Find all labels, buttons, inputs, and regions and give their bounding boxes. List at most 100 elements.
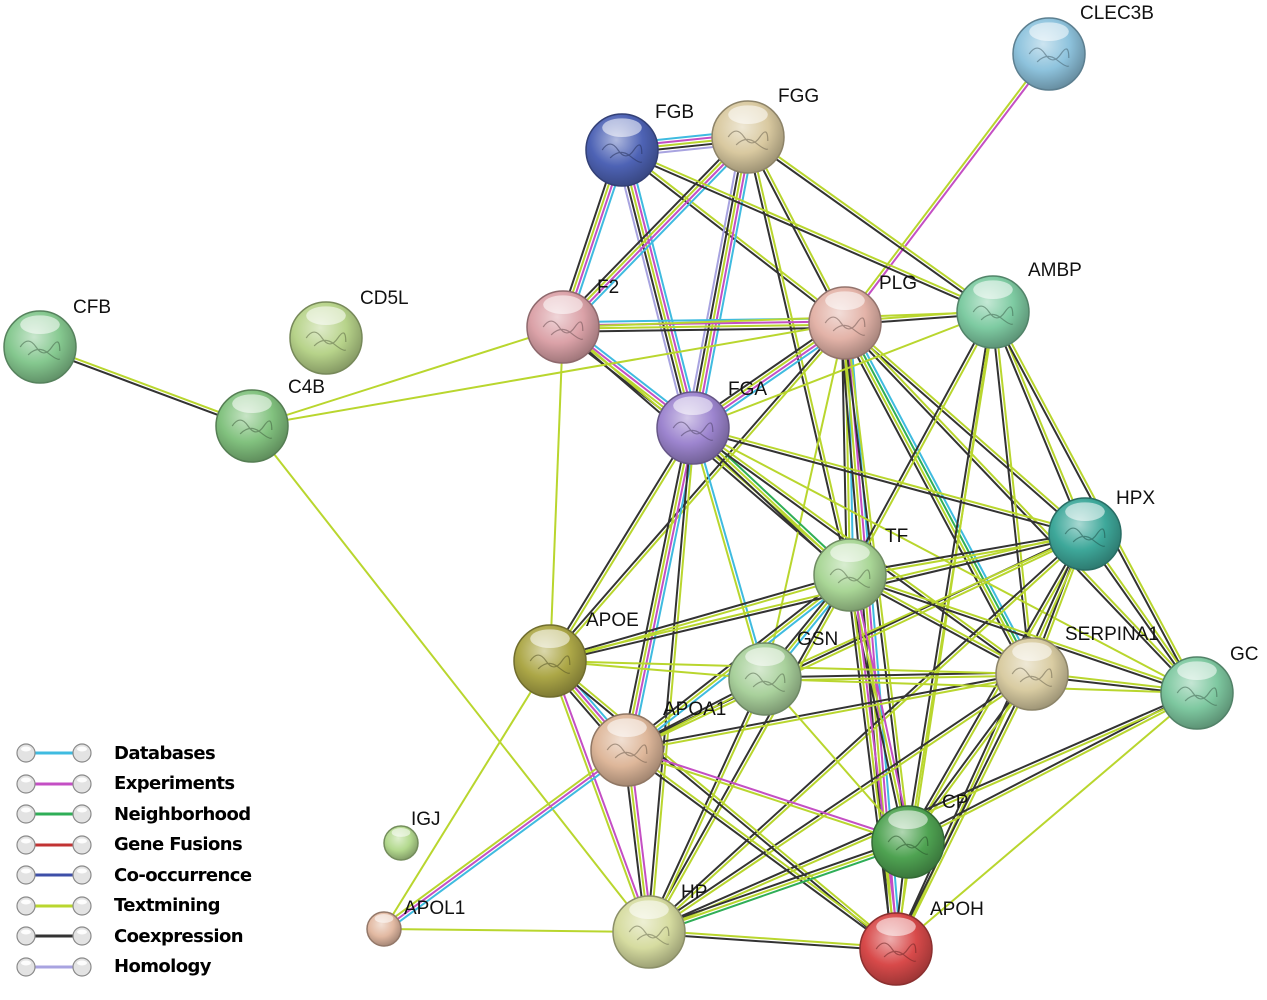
node-label: SERPINA1	[1065, 624, 1159, 645]
node-sphere[interactable]	[711, 100, 785, 174]
legend-label-homology: Homology	[114, 956, 212, 978]
node-sphere[interactable]	[612, 895, 686, 969]
node-sphere[interactable]	[859, 912, 933, 986]
node-highlight	[745, 647, 785, 667]
node-f2[interactable]: F2	[526, 277, 619, 364]
edge-line-textmining	[649, 575, 853, 934]
node-apoh[interactable]: APOH	[859, 899, 984, 986]
node-plg[interactable]: PLG	[808, 273, 917, 360]
legend-sphere-highlight	[21, 929, 31, 935]
node-sphere[interactable]	[995, 637, 1069, 711]
edge-line-coexpression	[646, 427, 693, 932]
edge-fgg-fga	[685, 135, 756, 430]
node-fgb[interactable]: FGB	[585, 102, 694, 187]
node-tf[interactable]: TF	[813, 526, 908, 612]
protein-structure-icon	[972, 305, 1014, 325]
edge-line-coexpression	[620, 150, 993, 315]
edge-line-textmining	[627, 674, 1033, 753]
edge-fga-hp	[646, 427, 696, 933]
protein-structure-icon	[887, 835, 929, 855]
node-sphere[interactable]	[526, 290, 600, 364]
edge-line-coexpression	[625, 750, 896, 952]
node-cd5l[interactable]: CD5L	[289, 288, 409, 375]
edge-line-textmining	[692, 136, 749, 429]
node-cfb[interactable]: CFB	[3, 297, 111, 384]
edge-line-neighborhood	[649, 844, 910, 936]
legend-sphere-highlight	[77, 777, 87, 783]
edge-hp-apoh	[648, 929, 897, 952]
node-gc[interactable]: GC	[1160, 644, 1259, 730]
node-sphere[interactable]	[383, 825, 419, 861]
legend-sphere-highlight	[77, 960, 87, 966]
edge-line-textmining	[849, 574, 897, 950]
edge-apol1-hp	[383, 928, 650, 933]
edge-line-textmining	[896, 674, 1035, 951]
edge-line-coexpression	[648, 932, 896, 952]
edge-line-textmining	[649, 674, 1034, 935]
node-label: CD5L	[360, 288, 409, 309]
node-sphere[interactable]	[513, 624, 587, 698]
edge-serpina1-apoh	[893, 672, 1035, 951]
edge-line-coexpression	[547, 426, 693, 661]
node-apoa1[interactable]: APOA1	[590, 699, 726, 787]
edge-line-textmining	[383, 928, 650, 933]
node-sphere[interactable]	[3, 310, 77, 384]
node-sphere[interactable]	[590, 713, 664, 787]
node-sphere[interactable]	[1012, 17, 1086, 91]
node-apol1[interactable]: APOL1	[366, 898, 465, 947]
node-apoe[interactable]: APOE	[513, 610, 639, 698]
edge-line-coexpression	[647, 671, 1032, 932]
databases-swatch-icon	[16, 743, 92, 763]
protein-structure-icon	[1064, 527, 1106, 547]
node-clec3b[interactable]: CLEC3B	[1012, 3, 1154, 91]
node-highlight	[20, 315, 60, 335]
node-c4b[interactable]: C4B	[215, 377, 325, 463]
protein-structure-icon	[606, 743, 648, 763]
edge-fga-gsn	[690, 427, 768, 680]
node-highlight	[973, 280, 1013, 300]
node-sphere[interactable]	[728, 642, 802, 716]
edge-line-textmining	[561, 135, 748, 327]
node-sphere[interactable]	[289, 301, 363, 375]
edge-line-coexpression	[550, 534, 1086, 664]
node-label: APOL1	[404, 898, 465, 919]
node-sphere[interactable]	[871, 805, 945, 879]
legend-sphere-highlight	[77, 807, 87, 813]
node-hp[interactable]: HP	[612, 882, 707, 969]
node-cp[interactable]: CP	[871, 792, 968, 879]
node-hpx[interactable]: HPX	[1048, 488, 1155, 571]
node-sphere[interactable]	[1160, 656, 1234, 730]
node-sphere[interactable]	[813, 538, 887, 612]
node-label: APOE	[586, 610, 639, 631]
edge-line-coexpression	[746, 137, 993, 315]
node-fga[interactable]: FGA	[656, 379, 767, 465]
node-highlight	[374, 914, 394, 923]
node-fgg[interactable]: FGG	[711, 86, 819, 174]
node-sphere[interactable]	[585, 113, 659, 187]
edge-line-coexpression	[905, 311, 993, 842]
protein-structure-icon	[875, 942, 917, 962]
node-sphere[interactable]	[808, 286, 882, 360]
protein-structure-icon	[231, 419, 273, 439]
edge-apoa1-apol1	[381, 746, 630, 933]
edge-line-databases	[627, 148, 701, 427]
edge-line-coexpression	[647, 838, 908, 930]
node-sphere[interactable]	[956, 275, 1030, 349]
edge-line-textmining	[649, 929, 897, 949]
edge-line-databases	[385, 751, 630, 933]
protein-structure-icon	[542, 320, 584, 340]
node-sphere[interactable]	[215, 389, 289, 463]
edge-line-coexpression	[548, 321, 845, 661]
node-igj[interactable]: IGJ	[383, 809, 441, 861]
node-gsn[interactable]: GSN	[728, 629, 838, 716]
node-sphere[interactable]	[656, 391, 730, 465]
node-ambp[interactable]: AMBP	[956, 260, 1082, 349]
protein-structure-icon	[305, 331, 347, 351]
node-sphere[interactable]	[366, 911, 402, 947]
node-label: F2	[597, 277, 619, 298]
experiments-swatch-icon	[16, 774, 92, 794]
node-serpina1[interactable]: SERPINA1	[995, 624, 1159, 711]
edge-line-textmining	[908, 693, 1199, 845]
node-sphere[interactable]	[1048, 497, 1122, 571]
edge-apoe-hp	[547, 660, 652, 933]
